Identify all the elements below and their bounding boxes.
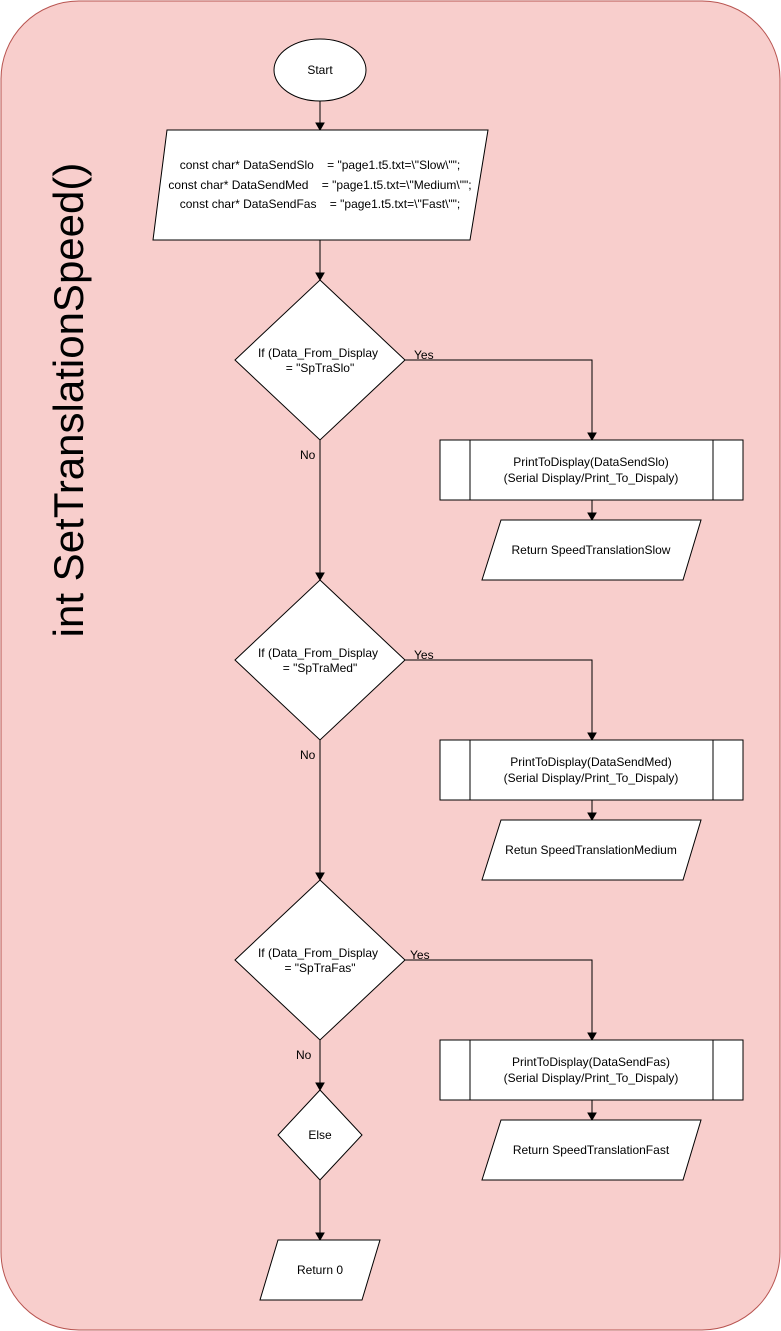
- declaration-line: const char* DataSendMed = "page1.t5.txt=…: [168, 178, 471, 192]
- label-fast-no: No: [296, 1048, 312, 1062]
- return-zero-label: Return 0: [297, 1263, 343, 1277]
- start-label: Start: [307, 63, 333, 77]
- arrowhead: [587, 1112, 597, 1122]
- declarations-node[interactable]: const char* DataSendSlo = "page1.t5.txt=…: [152, 129, 489, 241]
- return-medium-label: Retun SpeedTranslationMedium: [505, 843, 677, 857]
- arrowhead: [315, 1082, 325, 1092]
- label-slow-no: No: [300, 448, 316, 462]
- arrowhead: [587, 732, 597, 742]
- decision-slow[interactable]: If (Data_From_Display = "SpTraSlo": [234, 279, 406, 441]
- process-fast-line2: (Serial Display/Print_To_Dispaly): [504, 1071, 679, 1085]
- return-zero[interactable]: Return 0: [259, 1239, 381, 1301]
- function-title: int SetTranslationSpeed(): [45, 163, 92, 638]
- arrowhead: [315, 1232, 325, 1242]
- process-medium-line1: PrintToDisplay(DataSendMed): [510, 755, 671, 769]
- arrowhead: [587, 812, 597, 822]
- decision-medium-line2: = "SpTraMed": [283, 661, 357, 675]
- process-slow-line2: (Serial Display/Print_To_Dispaly): [504, 471, 679, 485]
- decision-fast-line2: = "SpTraFas": [284, 961, 355, 975]
- edge-slow-yes: [405, 359, 593, 434]
- decision-fast[interactable]: If (Data_From_Display = "SpTraFas": [234, 879, 406, 1041]
- return-fast[interactable]: Return SpeedTranslationFast: [481, 1119, 702, 1181]
- return-fast-label: Return SpeedTranslationFast: [513, 1143, 670, 1157]
- return-medium[interactable]: Retun SpeedTranslationMedium: [481, 819, 702, 881]
- arrowhead: [587, 512, 597, 522]
- process-slow[interactable]: PrintToDisplay(DataSendSlo) (Serial Disp…: [439, 439, 744, 501]
- decision-fast-line1: If (Data_From_Display: [258, 946, 378, 960]
- arrowhead: [315, 572, 325, 582]
- decision-medium-line1: If (Data_From_Display: [258, 646, 378, 660]
- edge-med-yes: [405, 659, 593, 734]
- arrowhead: [315, 872, 325, 882]
- process-fast-line1: PrintToDisplay(DataSendFas): [512, 1055, 670, 1069]
- return-slow-label: Return SpeedTranslationSlow: [512, 543, 671, 557]
- arrowhead: [587, 1032, 597, 1042]
- process-slow-line1: PrintToDisplay(DataSendSlo): [513, 455, 668, 469]
- arrowhead: [315, 272, 325, 282]
- arrowhead: [315, 122, 325, 132]
- arrowhead: [587, 432, 597, 442]
- process-medium[interactable]: PrintToDisplay(DataSendMed) (Serial Disp…: [439, 739, 744, 801]
- else-node[interactable]: Else: [277, 1089, 363, 1181]
- decision-slow-line2: = "SpTraSlo": [286, 361, 354, 375]
- declaration-line: const char* DataSendSlo = "page1.t5.txt=…: [180, 158, 461, 172]
- decision-slow-line1: If (Data_From_Display: [258, 346, 378, 360]
- process-fast[interactable]: PrintToDisplay(DataSendFas) (Serial Disp…: [439, 1039, 744, 1101]
- return-slow[interactable]: Return SpeedTranslationSlow: [481, 519, 702, 581]
- label-slow-yes: Yes: [414, 348, 434, 362]
- edge-fast-yes: [405, 959, 593, 1034]
- else-label: Else: [308, 1128, 332, 1142]
- label-fast-yes: Yes: [410, 948, 430, 962]
- edges: [315, 101, 597, 1242]
- declaration-line: const char* DataSendFas = "page1.t5.txt=…: [180, 197, 461, 211]
- decision-medium[interactable]: If (Data_From_Display = "SpTraMed": [234, 579, 406, 741]
- start-node[interactable]: Start: [273, 38, 367, 102]
- label-med-no: No: [300, 748, 316, 762]
- label-med-yes: Yes: [414, 648, 434, 662]
- process-medium-line2: (Serial Display/Print_To_Dispaly): [504, 771, 679, 785]
